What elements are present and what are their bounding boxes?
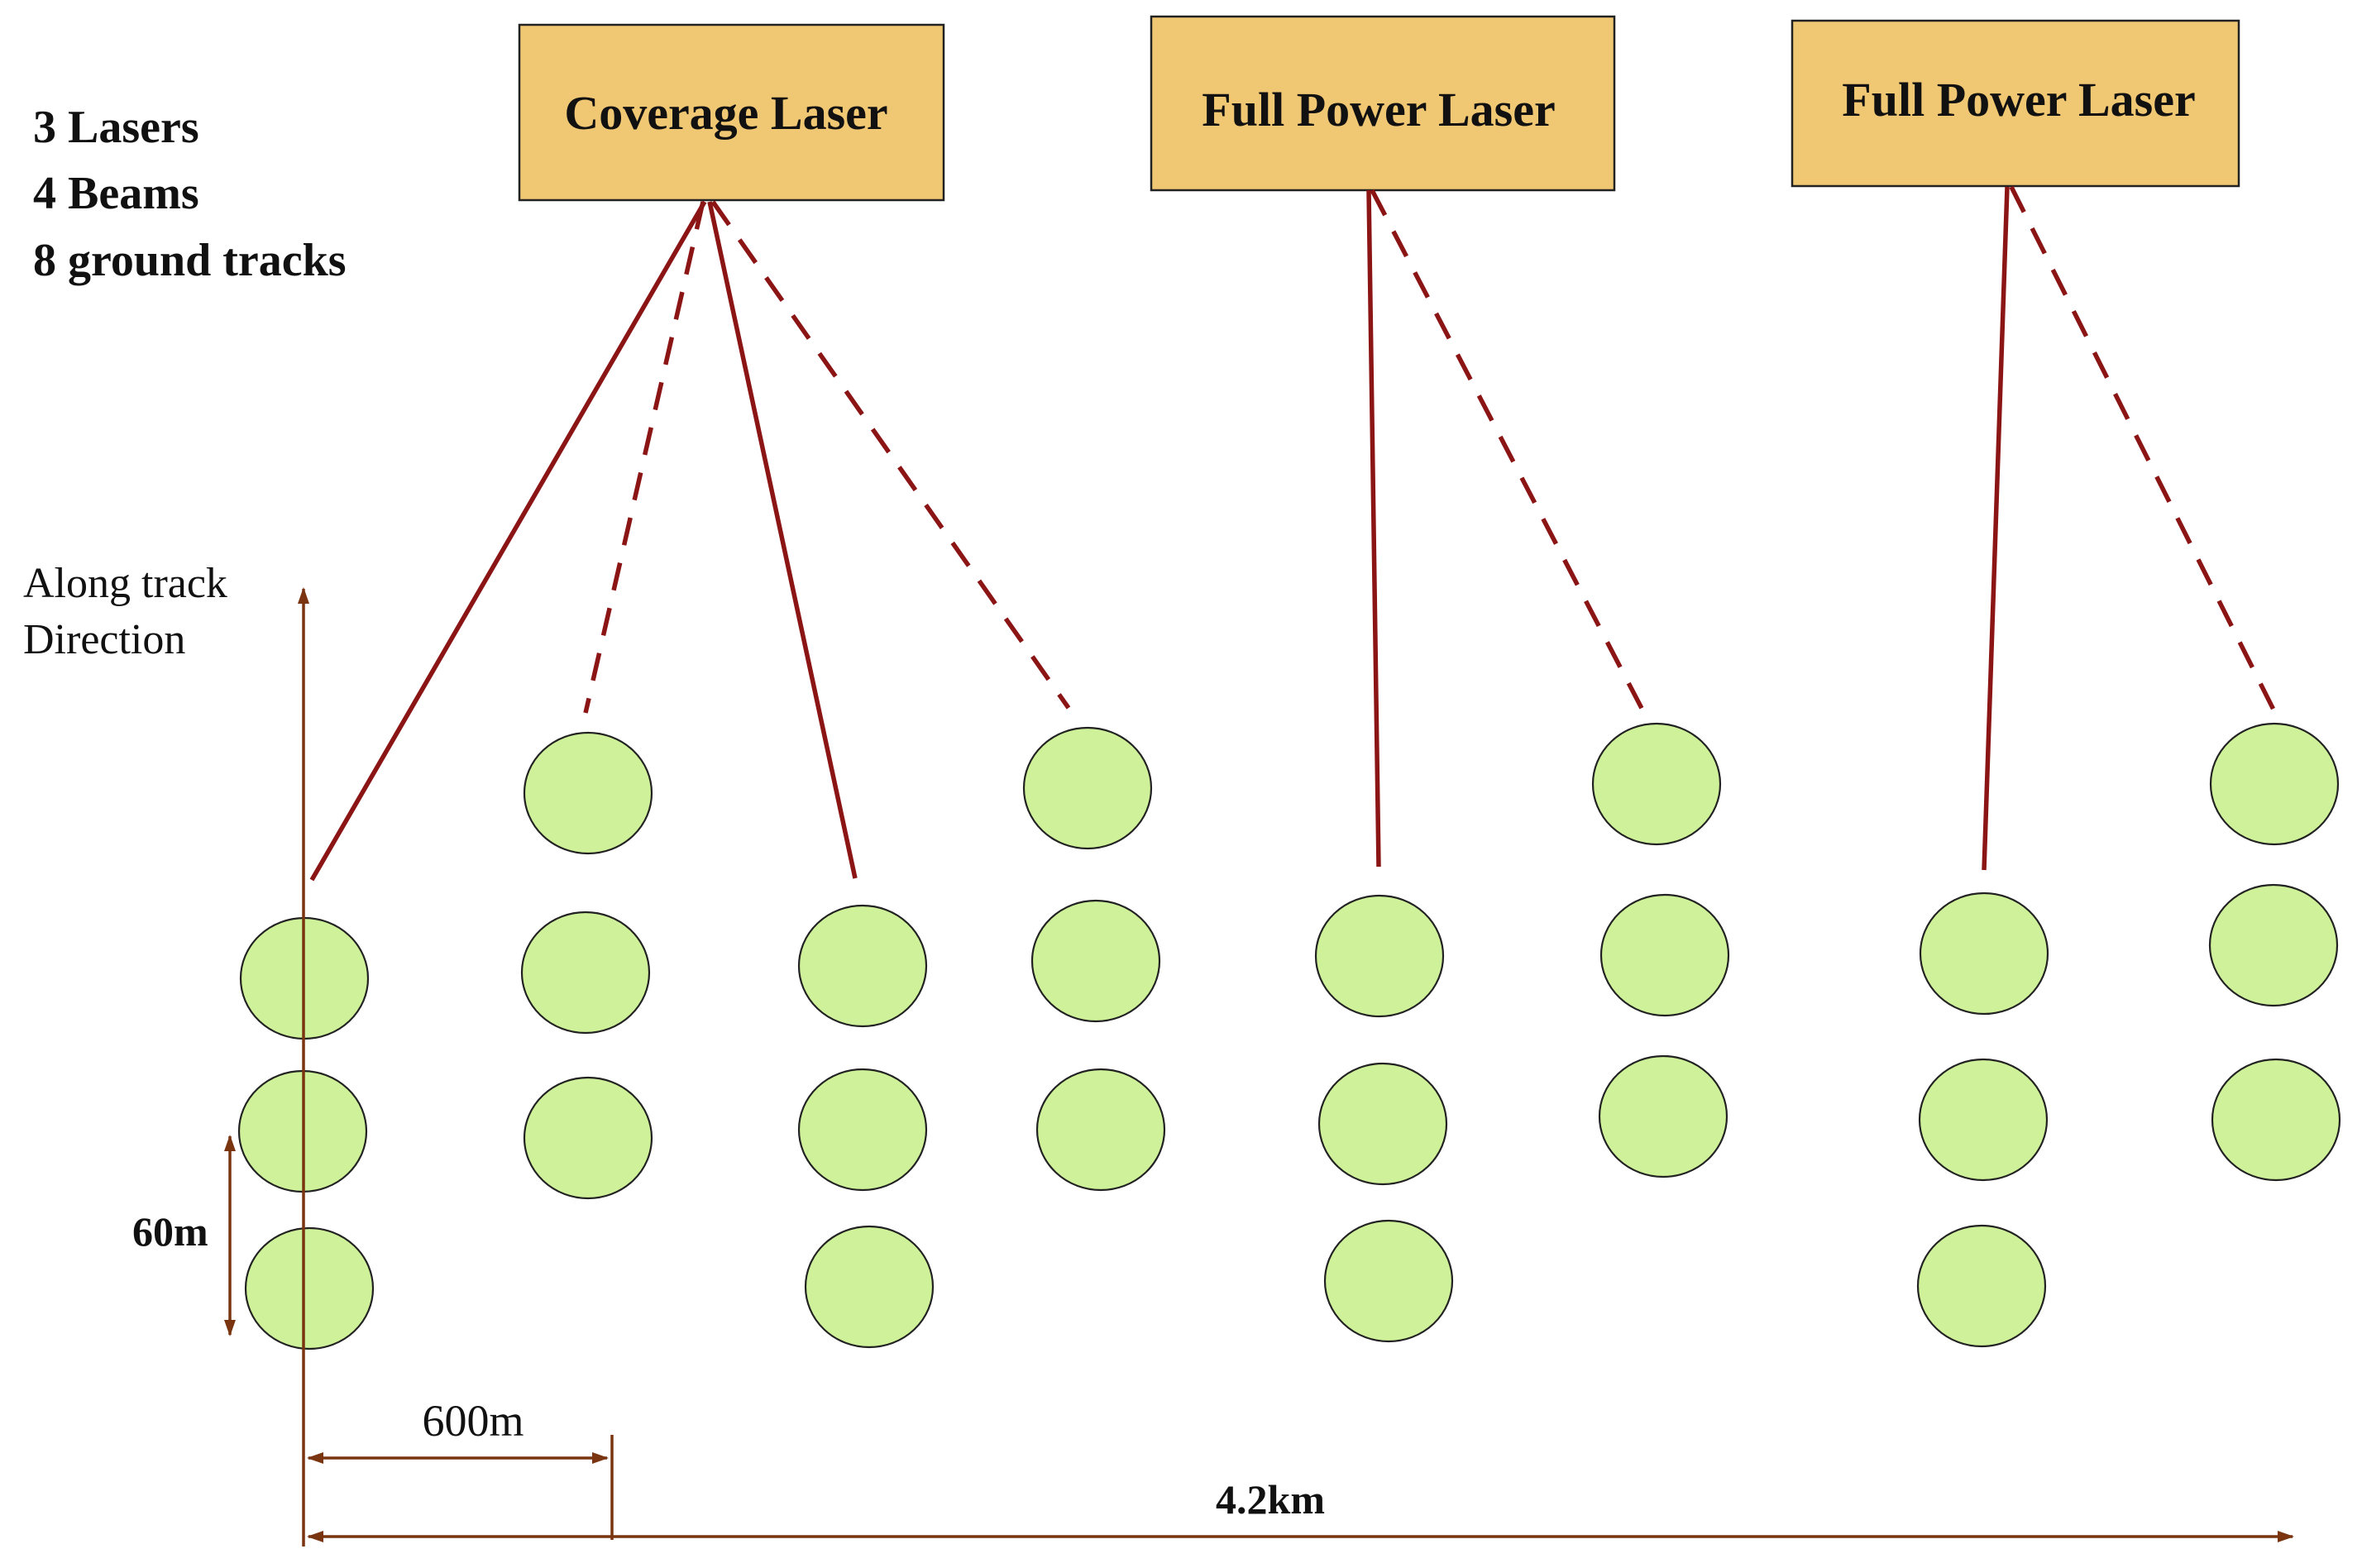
spot (1030, 899, 1161, 1023)
spot (523, 1076, 653, 1200)
laser-box-coverage (518, 23, 945, 202)
spot (520, 911, 651, 1035)
spot (797, 904, 928, 1028)
beam-coverage-3 (707, 201, 858, 879)
along-track-label-2: Direction (23, 616, 185, 663)
along-track-label-1: Along track (23, 560, 227, 607)
laser-label-full-power-2: Full Power Laser (1842, 73, 2195, 127)
spot (804, 1225, 935, 1349)
spot (2208, 883, 2339, 1007)
spot (244, 1226, 375, 1350)
spot (1035, 1068, 1166, 1192)
spot (1918, 1058, 2049, 1182)
beam-coverage-4 (710, 200, 1071, 710)
dimension-60m: 60m (132, 1135, 236, 1336)
spot (1022, 726, 1153, 850)
laser-full-power-2: Full Power Laser (1791, 19, 2240, 188)
summary-text: 3 Lasers 4 Beams 8 ground tracks (33, 102, 347, 286)
laser-full-power-1: Full Power Laser (1150, 15, 1616, 192)
summary-beams: 4 Beams (33, 168, 199, 219)
spot (523, 731, 653, 855)
spot (1314, 894, 1445, 1018)
laser-box-full-power-2 (1791, 19, 2240, 188)
spot (1323, 1219, 1454, 1343)
dimension-600m-label: 600m (422, 1396, 524, 1446)
spot (1317, 1062, 1448, 1186)
beam-full-power-2a (1982, 186, 2010, 871)
spot (2211, 1058, 2341, 1182)
spot (797, 1068, 928, 1192)
ground-spots (237, 722, 2341, 1350)
summary-tracks: 8 ground tracks (33, 235, 347, 286)
beam-coverage-2 (583, 201, 705, 714)
laser-box-full-power-1 (1150, 15, 1616, 192)
beams (309, 185, 2281, 882)
dimension-4-2km: 4.2km (307, 1476, 2294, 1542)
spot (1916, 1224, 2047, 1348)
spot (1919, 892, 2049, 1016)
dimension-600m: 600m (307, 1396, 614, 1540)
dimension-4-2km-label: 4.2km (1216, 1476, 1325, 1523)
spot (1599, 893, 1730, 1017)
laser-label-full-power-1: Full Power Laser (1202, 83, 1555, 136)
summary-lasers: 3 Lasers (33, 102, 199, 153)
laser-coverage: Coverage Laser (518, 23, 945, 202)
dimension-60m-label: 60m (132, 1208, 208, 1255)
spot (2209, 722, 2340, 846)
beam-full-power-2b (2009, 185, 2281, 721)
beam-full-power-1a (1366, 189, 1381, 868)
laser-label-coverage: Coverage Laser (564, 86, 887, 140)
along-track-axis: Along track Direction (23, 560, 309, 1546)
spot (1591, 722, 1722, 846)
beam-full-power-1b (1370, 189, 1648, 718)
spot (1598, 1054, 1728, 1178)
beam-coverage-1 (309, 200, 707, 882)
